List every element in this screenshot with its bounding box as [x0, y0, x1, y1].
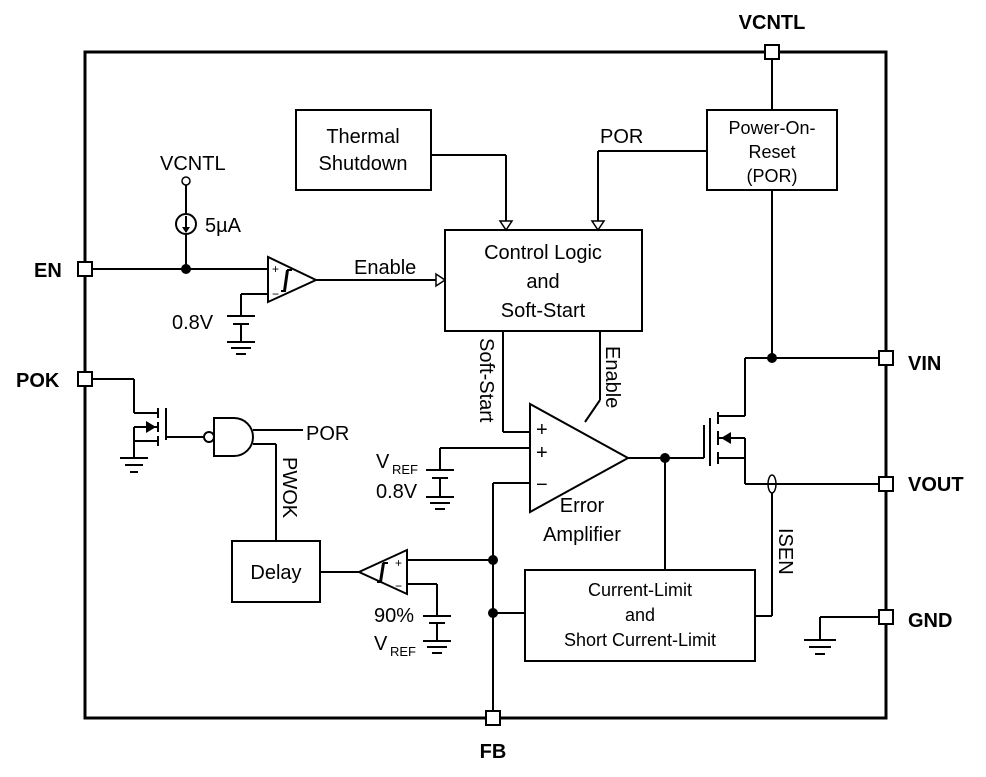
- pin-fb-label: FB: [480, 741, 507, 763]
- pin-vout: VOUT: [878, 474, 964, 496]
- control-label-3: Soft-Start: [501, 300, 586, 322]
- delay-block: Delay: [231, 540, 321, 603]
- vref-main-value: 0.8V: [376, 481, 418, 503]
- en-comparator-icon: [267, 255, 319, 304]
- pin-vin-label: VIN: [908, 353, 941, 375]
- pwok-comp-minus: −: [395, 579, 402, 593]
- pwok-comp-plus: +: [395, 556, 402, 570]
- pin-vcntl: VCNTL: [739, 12, 806, 60]
- por-label-2: Reset: [748, 142, 795, 162]
- nand-gate-icon: [213, 417, 254, 457]
- vref-main-v: V: [376, 451, 390, 473]
- pwok-comparator-section: + − 90% V REF: [320, 548, 493, 659]
- thermal-label-1: Thermal: [326, 126, 399, 148]
- pok-section: POR PWOK: [92, 378, 349, 541]
- vref-pwok-v: V: [374, 633, 388, 655]
- thermal-shutdown-block: Thermal Shutdown: [295, 109, 432, 191]
- por-label-3: (POR): [747, 166, 798, 186]
- soft-start-label: Soft-Start: [475, 338, 497, 423]
- ea-plus-1: +: [536, 419, 548, 441]
- ea-label-2: Amplifier: [543, 524, 621, 546]
- ea-minus: −: [536, 474, 548, 496]
- error-amplifier-icon: [529, 402, 631, 514]
- power-on-reset-block: Power-On- Reset (POR): [706, 109, 838, 191]
- ea-label-1: Error: [560, 495, 605, 517]
- vcntl-wires: POR: [431, 59, 879, 416]
- vref-pwok-sub: REF: [390, 644, 416, 659]
- current-source-label: 5µA: [205, 215, 242, 237]
- ea-plus-2: +: [536, 442, 548, 464]
- por-gate-label: POR: [306, 423, 349, 445]
- por-signal-label: POR: [600, 126, 643, 148]
- pin-gnd-label: GND: [908, 610, 952, 632]
- control-label-2: and: [526, 271, 559, 293]
- climit-label-2: and: [625, 605, 655, 625]
- en-comp-minus: −: [272, 287, 279, 301]
- pin-vcntl-label: VCNTL: [739, 12, 806, 34]
- vcntl-internal-label: VCNTL: [160, 153, 226, 175]
- thermal-label-2: Shutdown: [319, 153, 408, 175]
- enable-vertical-label: Enable: [601, 346, 623, 408]
- climit-label-1: Current-Limit: [588, 580, 692, 600]
- en-input-section: VCNTL 5µA + − 0.8V Enable: [92, 153, 447, 355]
- climit-label-3: Short Current-Limit: [564, 630, 716, 650]
- pwok-label: PWOK: [278, 457, 300, 519]
- pass-mosfet: ISEN: [709, 412, 879, 617]
- pin-en-label: EN: [34, 260, 62, 282]
- por-label-1: Power-On-: [728, 118, 815, 138]
- pin-vout-label: VOUT: [908, 474, 964, 496]
- gnd-wiring: [804, 616, 879, 655]
- vref-main-sub: REF: [392, 462, 418, 477]
- control-label-1: Control Logic: [484, 242, 602, 264]
- pin-en: EN: [34, 260, 93, 282]
- isen-label: ISEN: [774, 528, 796, 575]
- pin-vin: VIN: [878, 350, 941, 375]
- error-amplifier-section: + + − Error Amplifier Soft-Start Enable …: [376, 331, 705, 711]
- en-ref-label: 0.8V: [172, 312, 214, 334]
- percent-label: 90%: [374, 605, 414, 627]
- pin-pok: POK: [16, 370, 93, 392]
- pin-pok-label: POK: [16, 370, 60, 392]
- control-logic-block: Control Logic and Soft-Start: [444, 229, 643, 332]
- en-comp-plus: +: [272, 262, 279, 276]
- current-limit-block: Current-Limit and Short Current-Limit: [524, 569, 756, 662]
- pin-gnd: GND: [878, 609, 952, 632]
- enable-signal-label: Enable: [354, 257, 416, 279]
- delay-label: Delay: [250, 562, 301, 584]
